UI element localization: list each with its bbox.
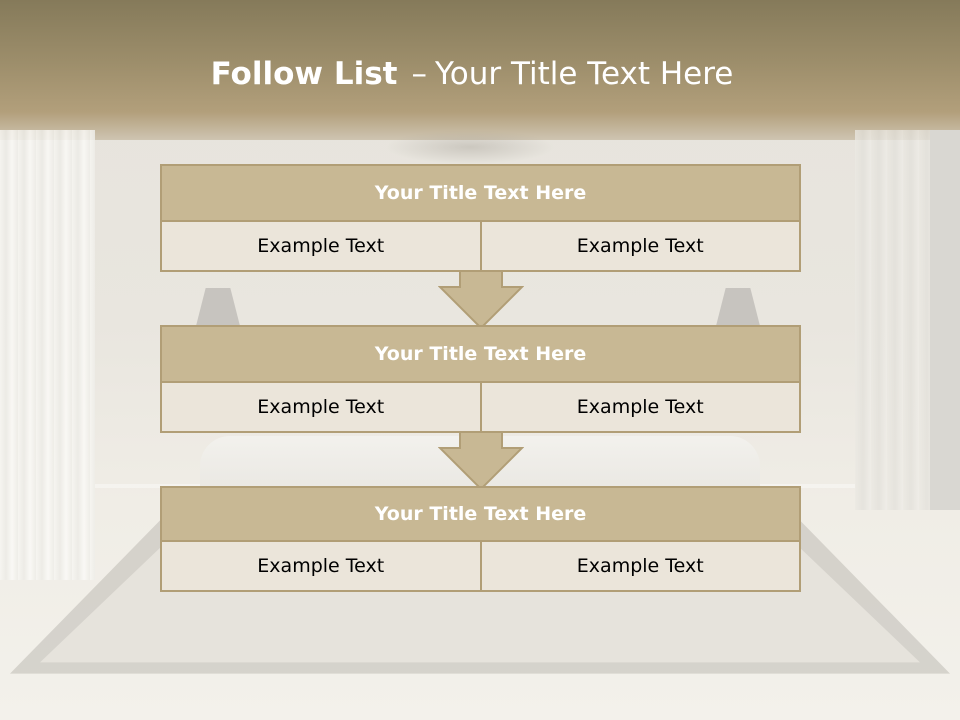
header-band — [0, 0, 960, 140]
block-title: Your Title Text Here — [160, 486, 801, 542]
block-cell-left: Example Text — [160, 383, 481, 433]
list-block-1: Your Title Text Here Example Text Exampl… — [160, 164, 801, 272]
down-arrow-icon — [438, 431, 524, 491]
slide-title: Follow List–Your Title Text Here — [0, 56, 944, 92]
block-cell-left: Example Text — [160, 222, 481, 272]
slide-title-bold: Follow List — [210, 56, 398, 92]
slide-title-separator: – — [411, 56, 427, 92]
block-title: Your Title Text Here — [160, 325, 801, 383]
block-title: Your Title Text Here — [160, 164, 801, 222]
background-chandelier — [385, 130, 555, 164]
block-cell-right: Example Text — [480, 542, 801, 592]
list-block-3: Your Title Text Here Example Text Exampl… — [160, 486, 801, 592]
background-curtain-right — [855, 130, 940, 510]
block-cell-left: Example Text — [160, 542, 481, 592]
block-row: Example Text Example Text — [160, 222, 801, 272]
block-cell-right: Example Text — [480, 383, 801, 433]
block-row: Example Text Example Text — [160, 383, 801, 433]
down-arrow-icon — [438, 270, 524, 330]
block-cell-right: Example Text — [480, 222, 801, 272]
background-curtain-left — [0, 130, 95, 580]
background-wall-panel — [930, 130, 960, 510]
block-row: Example Text Example Text — [160, 542, 801, 592]
slide-title-rest: Your Title Text Here — [434, 56, 734, 92]
list-block-2: Your Title Text Here Example Text Exampl… — [160, 325, 801, 433]
